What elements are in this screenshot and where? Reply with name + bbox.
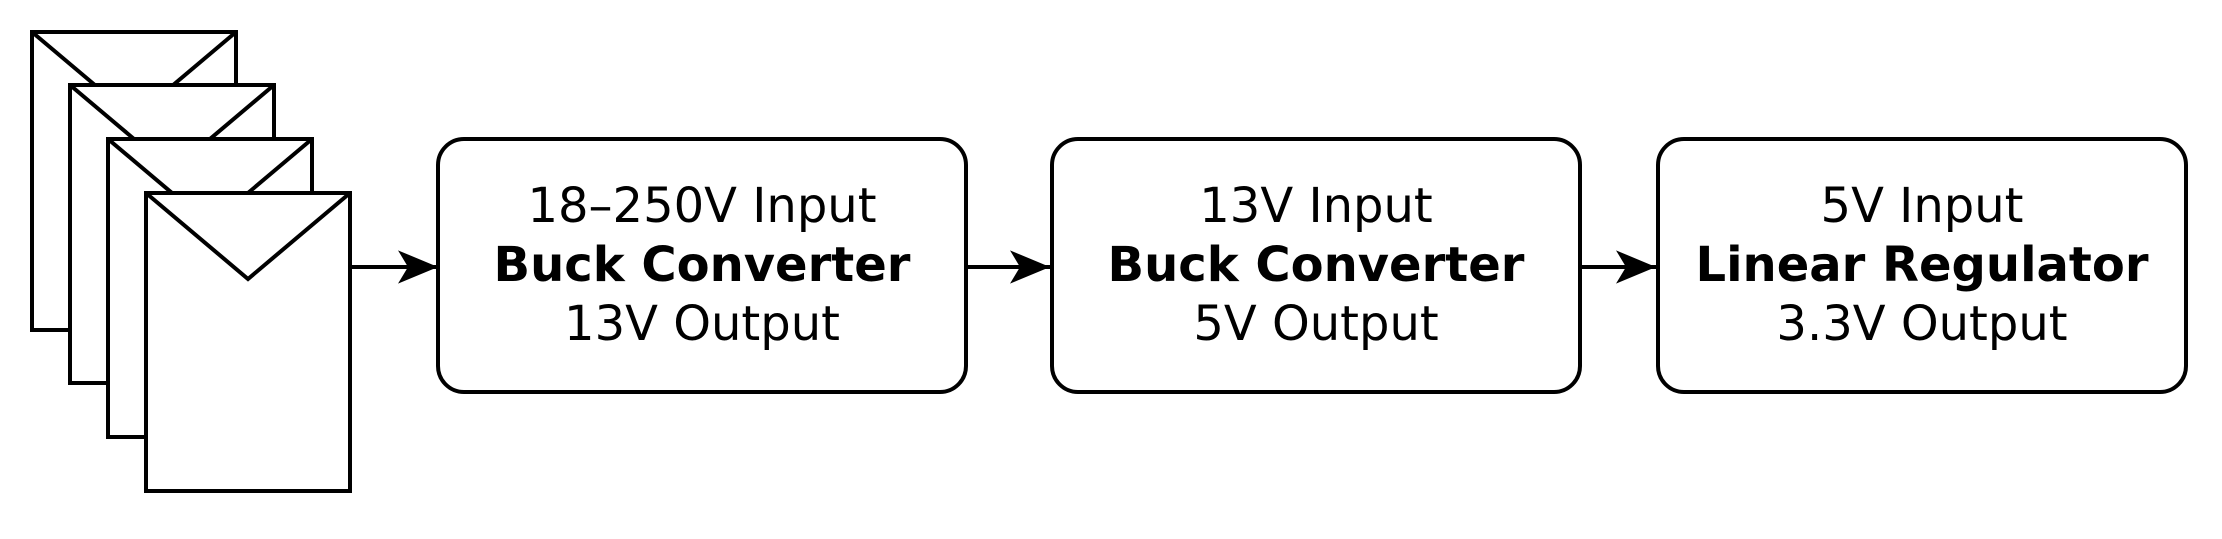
stage-output-label: 13V Output [564, 296, 840, 352]
stage-input-label: 13V Input [1199, 178, 1433, 234]
envelope-icon [144, 191, 352, 493]
stage-output-label: 5V Output [1193, 296, 1439, 352]
stage-box-linear-regulator: 5V Input Linear Regulator 3.3V Output [1656, 137, 2188, 394]
stage-name-label: Buck Converter [493, 237, 911, 293]
stage-input-label: 5V Input [1820, 178, 2024, 234]
stage-box-buck-converter-2: 13V Input Buck Converter 5V Output [1050, 137, 1582, 394]
stage-box-buck-converter-1: 18–250V Input Buck Converter 13V Output [436, 137, 968, 394]
envelope-stack-icon [30, 30, 352, 493]
stage-name-label: Linear Regulator [1695, 237, 2149, 293]
stage-name-label: Buck Converter [1107, 237, 1525, 293]
stage-output-label: 3.3V Output [1776, 296, 2068, 352]
stage-input-label: 18–250V Input [527, 178, 877, 234]
